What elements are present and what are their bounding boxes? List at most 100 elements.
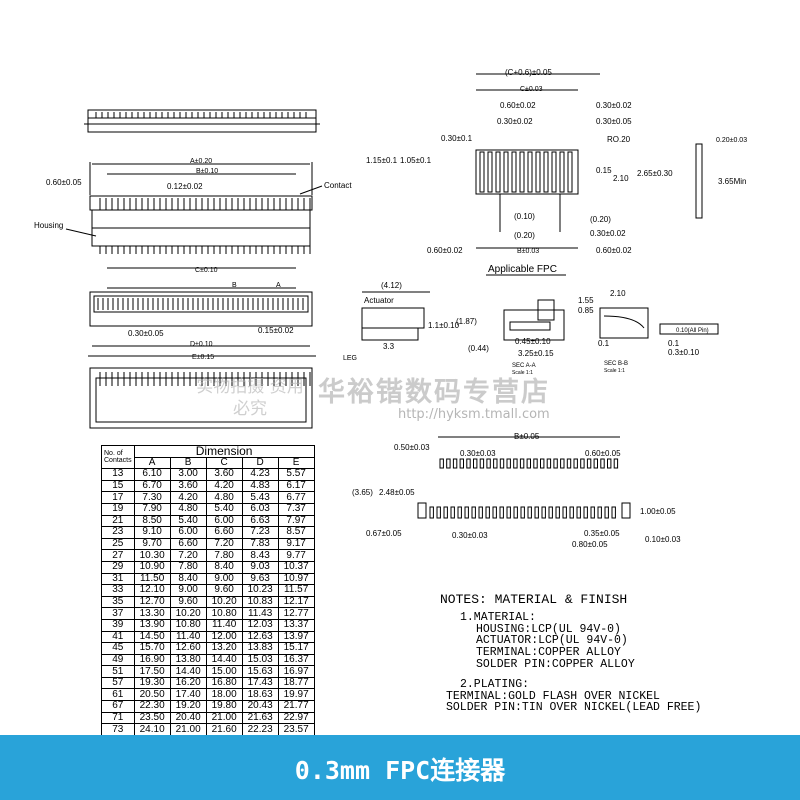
table-cell: 10.90 (133, 560, 171, 574)
pad-bottom (478, 506, 483, 519)
table-cell: 10.20 (205, 595, 243, 609)
table-cell: 10.97 (277, 572, 315, 586)
table-cell: 10.23 (241, 584, 279, 597)
dim-a: A±0.20 (190, 158, 212, 165)
side-s187: (1.87) (456, 317, 477, 326)
table-cell: 22.30 (133, 700, 171, 713)
table-cell: 10.37 (277, 560, 315, 574)
table-cell: 4.80 (169, 502, 207, 516)
secb-01a: 0.1 (598, 339, 610, 348)
table-cell: 7.80 (169, 560, 207, 574)
table-cell: 14.40 (205, 653, 243, 667)
table-cell: 13.20 (205, 642, 243, 655)
fpc-finger (535, 151, 541, 193)
notes-plating: 2.PLATING: (460, 677, 530, 691)
table-cell: 16.80 (205, 676, 243, 690)
table-cell: 13.83 (241, 642, 279, 655)
table-cell: 9.77 (277, 549, 315, 562)
table-cell: 15.63 (241, 665, 279, 678)
table-cell: 16.97 (277, 665, 315, 678)
table-cell: 11.57 (277, 584, 315, 597)
table-cell: 7.23 (241, 526, 279, 539)
table-cell: 6.03 (241, 502, 279, 516)
table-cell: 19.80 (205, 700, 243, 713)
pad-bottom (604, 506, 609, 519)
label-a: A (276, 282, 281, 289)
fpc-h210: 2.10 (613, 174, 629, 183)
label-b: B (232, 282, 237, 289)
fpc-r030: 0.30±0.05 (596, 117, 632, 126)
pad-top (526, 458, 531, 469)
pad-bottom (597, 506, 602, 519)
pad-top (486, 458, 491, 469)
table-cell: 17 (101, 491, 135, 504)
fpc-h105: 1.05±0.1 (400, 156, 432, 165)
table-cell: 6.60 (169, 537, 207, 551)
notes-p-terminal: TERMINAL:GOLD FLASH OVER NICKEL (446, 689, 660, 703)
pad-bottom (450, 506, 455, 519)
pad-top (493, 458, 498, 469)
table-cell: 16.37 (277, 653, 315, 667)
pad-bottom (471, 506, 476, 519)
dim-side: 0.60±0.05 (46, 178, 82, 187)
watermark-stamp: 实物拍摄 资用必究 (196, 377, 304, 419)
table-cell: 4.80 (205, 491, 243, 504)
table-cell: 39 (101, 618, 135, 632)
dim-e: E±0.15 (192, 354, 214, 361)
table-cell: 6.60 (205, 526, 243, 539)
table-cell: 9.70 (133, 537, 171, 551)
table-cell: 21.60 (205, 723, 243, 736)
table-cell: 4.20 (205, 479, 243, 493)
pad-bottom (464, 506, 469, 519)
table-cell: 8.40 (205, 560, 243, 574)
table-col: D (241, 456, 279, 470)
label-sec-b: SEC B-B (604, 361, 628, 367)
secb-155: 1.55 (578, 296, 594, 305)
pad-bottom (562, 506, 567, 519)
pad-top (600, 458, 605, 469)
dim-pitch: 0.12±0.02 (167, 182, 203, 191)
table-cell: 9.60 (169, 595, 207, 609)
pad-top (560, 458, 565, 469)
pad-top (566, 458, 572, 469)
dim-c: C±0.10 (195, 267, 218, 274)
table-cell: 12.00 (205, 630, 243, 644)
pad-bottom (492, 506, 497, 519)
pcb-pad-layout: B±0.05 0.50±0.03 0.30±0.03 0.60±0.05 (3.… (352, 432, 681, 549)
pad-bottom (611, 506, 616, 519)
fpc-finger (567, 151, 573, 193)
table-cell: 12.17 (277, 595, 315, 609)
anchor-pad-right (621, 502, 631, 519)
table-cell: 8.40 (169, 572, 207, 586)
pad-bottom (436, 506, 441, 519)
pad-top (586, 458, 592, 469)
table-cell: 41 (101, 630, 135, 644)
table-cell: 9.00 (169, 584, 207, 597)
table-cell: 7.20 (169, 549, 207, 562)
table-cell: 11.40 (169, 630, 207, 644)
table-cell: 17.43 (241, 676, 279, 690)
fpc-w030: 0.30±0.02 (497, 117, 533, 126)
pad-top (540, 458, 545, 469)
table-cell: 71 (101, 711, 135, 725)
pad-top (533, 458, 538, 469)
table-cell: 5.57 (277, 468, 315, 481)
table-cell: 7.90 (133, 502, 171, 516)
table-cell: 5.40 (169, 514, 207, 528)
secb-085: 0.85 (578, 306, 594, 315)
side-s044: (0.44) (468, 344, 489, 353)
table-cell: 13.90 (133, 618, 171, 632)
notes-housing: HOUSING:LCP(UL 94V-0) (476, 622, 621, 636)
table-cell: 49 (101, 653, 135, 667)
table-cell: 67 (101, 700, 135, 713)
table-cell: 15.17 (277, 642, 315, 655)
